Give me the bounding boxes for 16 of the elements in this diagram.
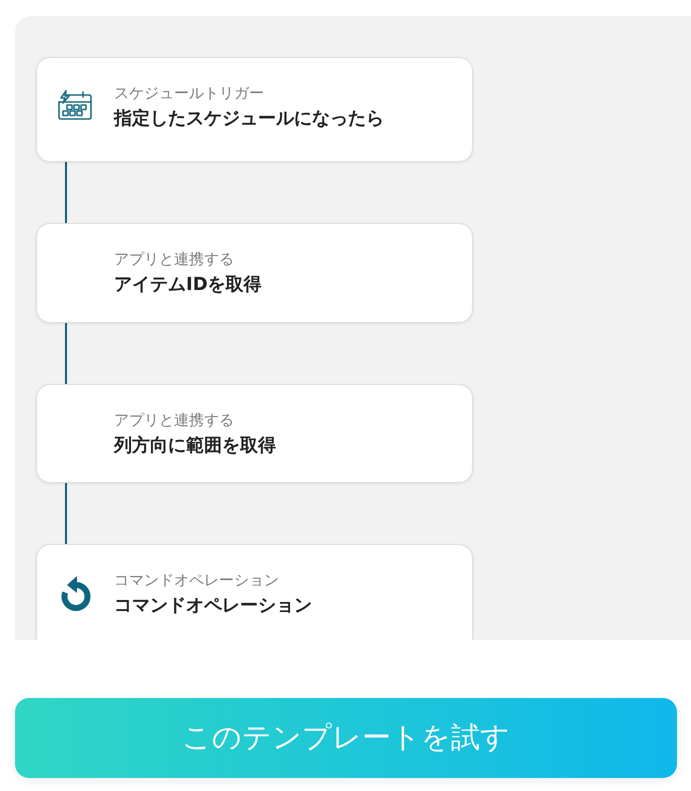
step-title: 指定したスケジュールになったら bbox=[114, 108, 384, 130]
try-template-button: このテンプレートを試す bbox=[15, 698, 677, 778]
step-category: スケジュールトリガー bbox=[114, 84, 264, 102]
connector-line bbox=[65, 323, 67, 384]
step-card bbox=[36, 57, 473, 162]
connector-line bbox=[65, 483, 67, 544]
step-category: コマンドオペレーション bbox=[114, 571, 279, 589]
step-card bbox=[36, 544, 473, 640]
step-title: コマンドオペレーション bbox=[114, 595, 312, 617]
step-category: アプリと連携する bbox=[114, 250, 234, 268]
step-card bbox=[36, 384, 473, 483]
step-category: アプリと連携する bbox=[114, 411, 234, 429]
step-card bbox=[36, 223, 473, 323]
connector-line bbox=[65, 162, 67, 223]
step-title: 列方向に範囲を取得 bbox=[114, 435, 276, 457]
step-title: アイテムIDを取得 bbox=[114, 274, 262, 296]
